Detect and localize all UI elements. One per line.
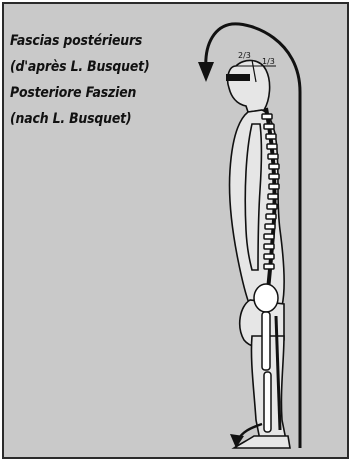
human-figure <box>228 60 290 448</box>
fraction-left-label: 2/3 <box>238 51 251 60</box>
head <box>228 60 270 112</box>
fraction-right-label: 1/3 <box>262 57 275 66</box>
pelvis-bone <box>254 284 278 312</box>
eye-band <box>226 74 250 81</box>
arrow-down-left-icon <box>198 62 214 82</box>
